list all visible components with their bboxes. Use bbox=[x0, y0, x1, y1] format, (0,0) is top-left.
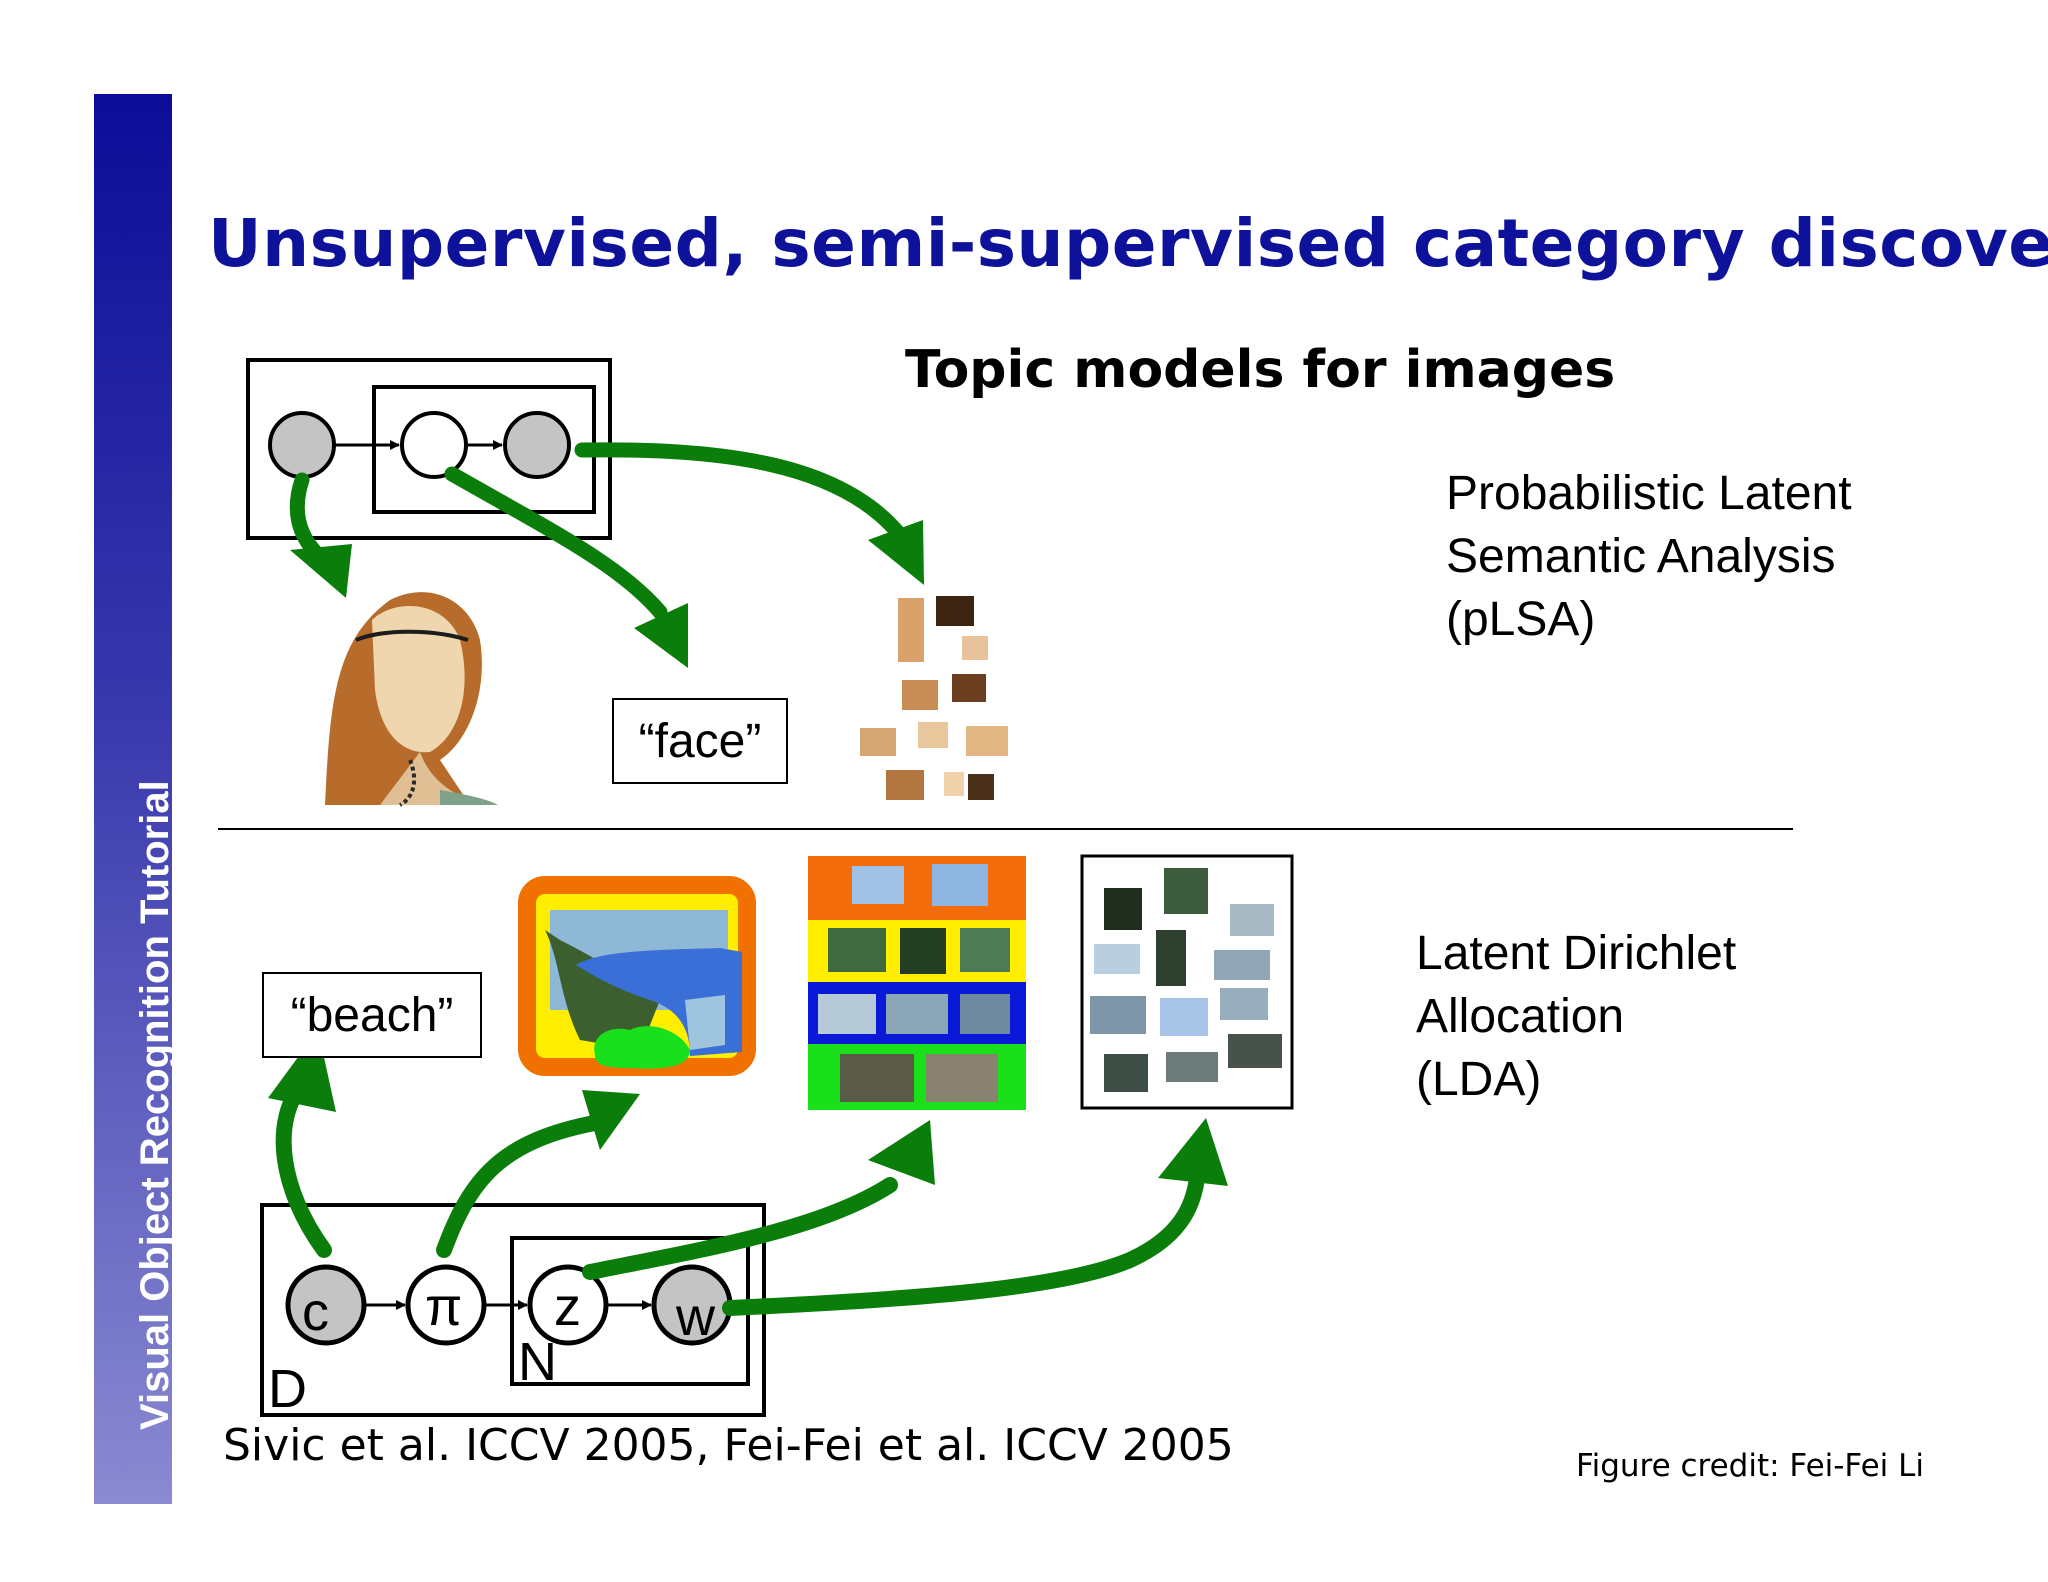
lda-label: Latent Dirichlet Allocation (LDA) bbox=[1416, 922, 1736, 1111]
lda-w-label: w bbox=[676, 1287, 715, 1347]
lda-label-line-1: Latent Dirichlet bbox=[1416, 927, 1737, 980]
slide-title: Unsupervised, semi-supervised category d… bbox=[208, 205, 2048, 282]
plsa-label-line-3: (pLSA) bbox=[1446, 593, 1596, 646]
lda-plate-n-label: N bbox=[518, 1332, 557, 1392]
plsa-topic-node bbox=[400, 411, 468, 479]
lda-arrow-to-segmented-image bbox=[436, 1114, 608, 1258]
plsa-arrows bbox=[289, 442, 908, 620]
plsa-arrowhead-patches bbox=[868, 520, 924, 585]
figure-credit: Figure credit: Fei-Fei Li bbox=[1576, 1448, 1924, 1484]
plsa-word-node bbox=[503, 411, 571, 479]
beach-tag: “beach” bbox=[262, 972, 482, 1058]
plsa-graphical-model bbox=[246, 358, 612, 540]
slide-subtitle: Topic models for images bbox=[905, 340, 1616, 400]
plsa-doc-node bbox=[268, 411, 336, 479]
portrait-image bbox=[325, 592, 498, 807]
plsa-label-line-2: Semantic Analysis bbox=[1446, 530, 1836, 583]
lda-arrowhead-banded bbox=[868, 1120, 935, 1185]
section-divider bbox=[218, 828, 1793, 830]
lda-arrowhead-bag bbox=[1158, 1118, 1228, 1186]
bag-of-patches-image bbox=[1080, 854, 1294, 1110]
lda-label-line-2: Allocation bbox=[1416, 990, 1625, 1043]
plsa-arrowheads bbox=[290, 520, 924, 668]
lda-graphical-model bbox=[260, 1203, 766, 1417]
plsa-arrowhead-image bbox=[290, 544, 352, 598]
sidebar-bar bbox=[94, 94, 172, 1504]
plsa-arrow-to-patches bbox=[574, 442, 908, 543]
citation: Sivic et al. ICCV 2005, Fei-Fei et al. I… bbox=[223, 1420, 1234, 1471]
lda-c-label: c bbox=[302, 1282, 329, 1342]
lda-arrowheads bbox=[268, 1030, 1228, 1186]
plsa-label: Probabilistic Latent Semantic Analysis (… bbox=[1446, 462, 1852, 651]
image-patches bbox=[860, 596, 1008, 800]
plsa-arrow-to-image bbox=[289, 472, 326, 563]
lda-label-line-3: (LDA) bbox=[1416, 1053, 1542, 1106]
lda-pi-label: π bbox=[425, 1277, 463, 1337]
banded-segments-image bbox=[808, 856, 1026, 1110]
plsa-label-line-1: Probabilistic Latent bbox=[1446, 467, 1852, 520]
lda-arrowhead-segmented bbox=[582, 1090, 640, 1150]
lda-plate-d-label: D bbox=[268, 1359, 307, 1419]
plsa-arrow-to-face-tag bbox=[444, 466, 668, 620]
segmented-beach-image bbox=[518, 876, 756, 1076]
face-tag: “face” bbox=[612, 698, 788, 784]
lda-z-label: z bbox=[554, 1277, 581, 1337]
lda-arrow-to-banded-image bbox=[582, 1177, 898, 1280]
plsa-arrowhead-face bbox=[634, 603, 688, 668]
lda-arrow-to-bag-of-patches bbox=[722, 1160, 1206, 1316]
